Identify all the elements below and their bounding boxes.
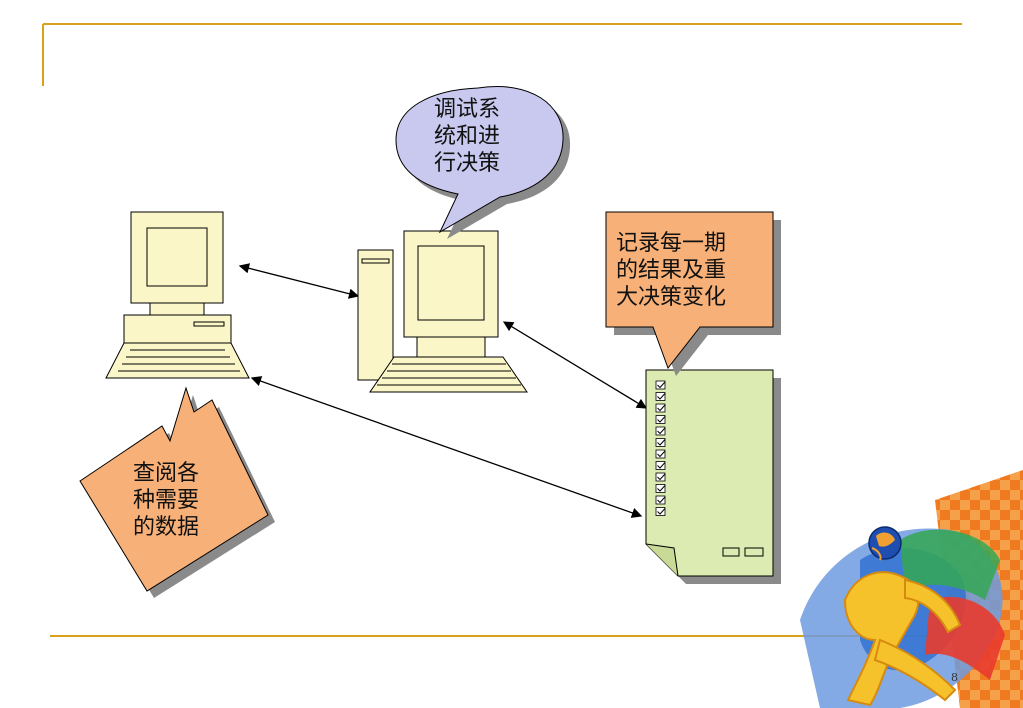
checkbox-icon bbox=[655, 472, 666, 482]
checkbox-icon bbox=[655, 380, 666, 390]
checkbox-icon bbox=[655, 403, 666, 413]
runner-clipart-icon bbox=[800, 470, 1023, 708]
document-checklist bbox=[655, 380, 666, 516]
callout-debug-text: 调试系 统和进 行决策 bbox=[434, 97, 501, 176]
checkbox-icon bbox=[655, 426, 666, 436]
page-number: 8 bbox=[951, 671, 958, 684]
checkbox-icon bbox=[655, 461, 666, 470]
arrow-left-document bbox=[250, 376, 643, 518]
callout-lookup-text: 查阅各 种需要 的数据 bbox=[133, 461, 200, 540]
callout-record bbox=[605, 211, 781, 376]
checkbox-icon bbox=[655, 415, 666, 424]
checkbox-icon bbox=[655, 507, 666, 516]
callout-debug bbox=[395, 86, 571, 240]
connector-arrows bbox=[238, 263, 648, 518]
document-icon bbox=[645, 369, 781, 584]
arrow-left-center bbox=[238, 263, 360, 299]
checkbox-icon bbox=[655, 392, 666, 401]
callout-lookup bbox=[79, 386, 275, 598]
checkbox-icon bbox=[655, 438, 666, 447]
computer-center-icon bbox=[357, 230, 528, 393]
checkbox-icon bbox=[655, 484, 666, 493]
callout-record-text: 记录每一期 的结果及重 大决策变化 bbox=[616, 231, 727, 310]
checkbox-icon bbox=[655, 449, 666, 459]
computer-left-icon bbox=[105, 211, 250, 379]
checkbox-icon bbox=[655, 495, 666, 505]
